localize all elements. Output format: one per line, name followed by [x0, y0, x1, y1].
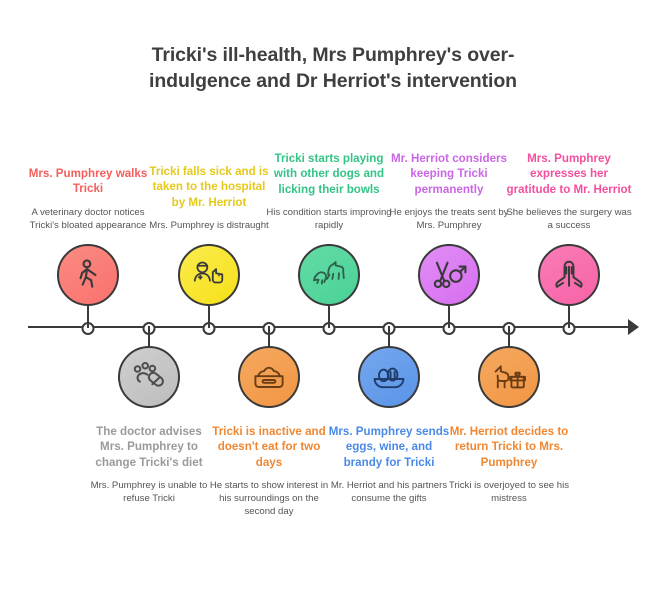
timeline-label-5: Tricki starts playing with other dogs an… — [266, 151, 392, 232]
vet-doctor-dog-icon — [191, 258, 227, 292]
timeline-connector — [448, 306, 450, 328]
timeline-label-3: Tricki falls sick and is taken to the ho… — [146, 164, 272, 232]
timeline-connector — [508, 326, 510, 348]
dog-gift-icon — [491, 361, 527, 393]
timeline-label-title: Mrs. Pumphrey expresses her gratitude to… — [506, 152, 632, 196]
timeline-label-8: Mr. Herriot decides to return Tricki to … — [446, 424, 572, 505]
walking-person-icon — [71, 258, 105, 292]
timeline-label-description: Mr. Herriot and his partners consume the… — [330, 479, 448, 504]
timeline-connector — [87, 306, 89, 328]
timeline-label-description: She believes the surgery was a success — [506, 206, 632, 231]
scissors-neuter-icon — [431, 258, 467, 292]
timeline-label-title: Tricki falls sick and is taken to the ho… — [149, 165, 269, 209]
eggs-basket-icon — [371, 362, 407, 392]
timeline-label-6: Mrs. Pumphrey sends eggs, wine, and bran… — [326, 424, 452, 505]
dogs-playing-icon — [310, 259, 348, 291]
title-line-2: indulgence and Dr Herriot's intervention — [149, 70, 517, 93]
timeline-label-description: Mrs. Pumphrey is unable to refuse Tricki — [90, 479, 208, 504]
timeline-label-description: He starts to show interest in his surrou… — [209, 479, 329, 517]
timeline-label-2: The doctor advises Mrs. Pumphrey to chan… — [86, 424, 212, 505]
timeline-label-title: The doctor advises Mrs. Pumphrey to chan… — [95, 425, 203, 469]
timeline-label-description: Mrs. Pumphrey is distraught — [149, 219, 269, 231]
timeline-connector — [208, 306, 210, 328]
praying-hands-icon — [551, 258, 587, 292]
timeline-label-description: He enjoys the treats sent by Mrs. Pumphr… — [389, 206, 509, 231]
timeline-label-title: Mrs. Pumphrey sends eggs, wine, and bran… — [328, 425, 450, 469]
timeline-label-7: Mr. Herriot considers keeping Tricki per… — [386, 151, 512, 232]
timeline-connector — [268, 326, 270, 348]
timeline-label-title: Tricki is inactive and doesn't eat for t… — [212, 425, 326, 469]
timeline-label-title: Tricki starts playing with other dogs an… — [273, 152, 385, 196]
timeline-label-description: A veterinary doctor notices Tricki's blo… — [29, 206, 147, 231]
timeline-axis-arrow-icon — [628, 319, 639, 335]
timeline-node-6[interactable] — [358, 346, 420, 408]
timeline-label-title: Mrs. Pumphrey walks Tricki — [28, 167, 148, 196]
timeline-node-4[interactable] — [238, 346, 300, 408]
timeline-connector — [568, 306, 570, 328]
timeline-connector — [328, 306, 330, 328]
timeline-label-4: Tricki is inactive and doesn't eat for t… — [206, 424, 332, 518]
timeline-label-9: Mrs. Pumphrey expresses her gratitude to… — [506, 151, 632, 232]
timeline-label-1: Mrs. Pumphrey walks Tricki A veterinary d… — [25, 166, 151, 232]
timeline-label-title: Mr. Herriot decides to return Tricki to … — [449, 425, 569, 469]
timeline-node-9[interactable] — [538, 244, 600, 306]
timeline-connector — [388, 326, 390, 348]
timeline-node-5[interactable] — [298, 244, 360, 306]
timeline-node-7[interactable] — [418, 244, 480, 306]
timeline-node-3[interactable] — [178, 244, 240, 306]
timeline-label-title: Mr. Herriot considers keeping Tricki per… — [391, 152, 507, 196]
timeline-node-1[interactable] — [57, 244, 119, 306]
title-line-1: Tricki's ill-health, Mrs Pumphrey's over… — [151, 44, 515, 66]
timeline-label-description: Tricki is overjoyed to see his mistress — [448, 479, 570, 504]
timeline-node-8[interactable] — [478, 346, 540, 408]
timeline-connector — [148, 326, 150, 348]
page-title: Tricki's ill-health, Mrs Pumphrey's over… — [110, 42, 556, 95]
timeline-node-2[interactable] — [118, 346, 180, 408]
food-bowl-icon — [251, 362, 287, 392]
timeline-label-description: His condition starts improving rapidly — [266, 206, 392, 231]
paw-pill-icon — [131, 360, 167, 394]
